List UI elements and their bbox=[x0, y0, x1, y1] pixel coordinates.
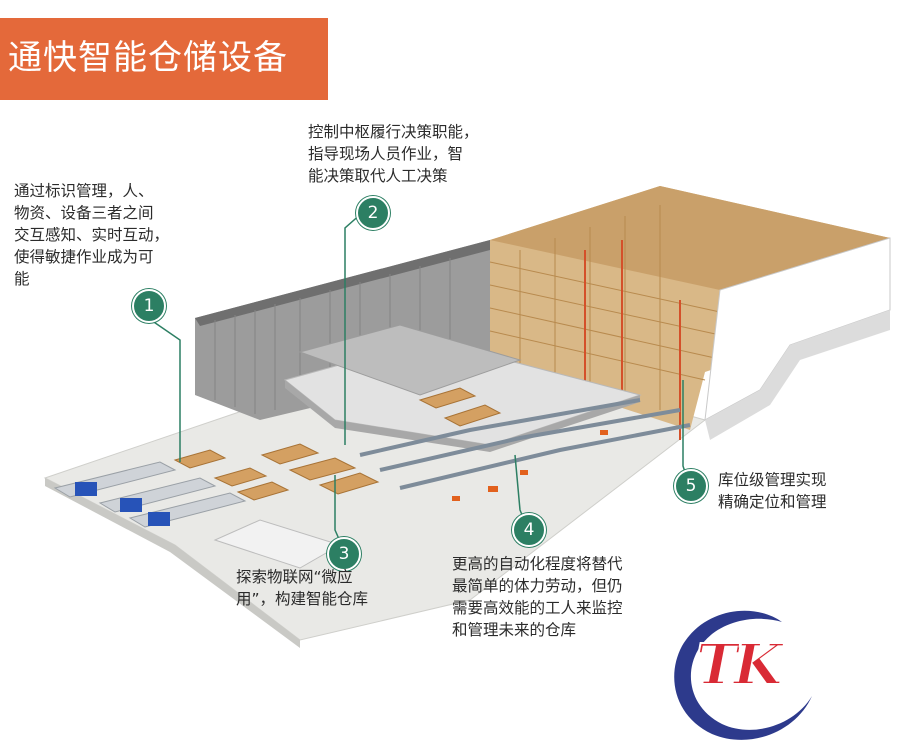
callout-text-5: 库位级管理实现 精确定位和管理 bbox=[718, 471, 827, 511]
callout-badge-2: 2 bbox=[356, 196, 390, 230]
tk-logo-text: TK bbox=[695, 631, 783, 699]
callout-text-2: 控制中枢履行决策职能， 指导现场人员作业，智 能决策取代人工决策 bbox=[308, 123, 479, 185]
callout-badge-1: 1 bbox=[132, 289, 166, 323]
callout-badge-4: 4 bbox=[512, 513, 546, 547]
callout-badge-3: 3 bbox=[327, 537, 361, 571]
callout-text-4: 更高的自动化程度将替代 最简单的体力劳动，但仍 需要高效能的工人来监控 和管理未… bbox=[452, 555, 623, 639]
callout-badge-5: 5 bbox=[674, 469, 708, 503]
callout-text-3: 探索物联网“微应 用”，构建智能仓库 bbox=[236, 568, 369, 608]
callout-text-1: 通过标识管理，人、 物资、设备三者之间 交互感知、实时互动， 使得敏捷作业成为可… bbox=[14, 182, 170, 288]
page-title: 通快智能仓储设备 bbox=[8, 38, 288, 78]
header-banner bbox=[0, 18, 328, 100]
